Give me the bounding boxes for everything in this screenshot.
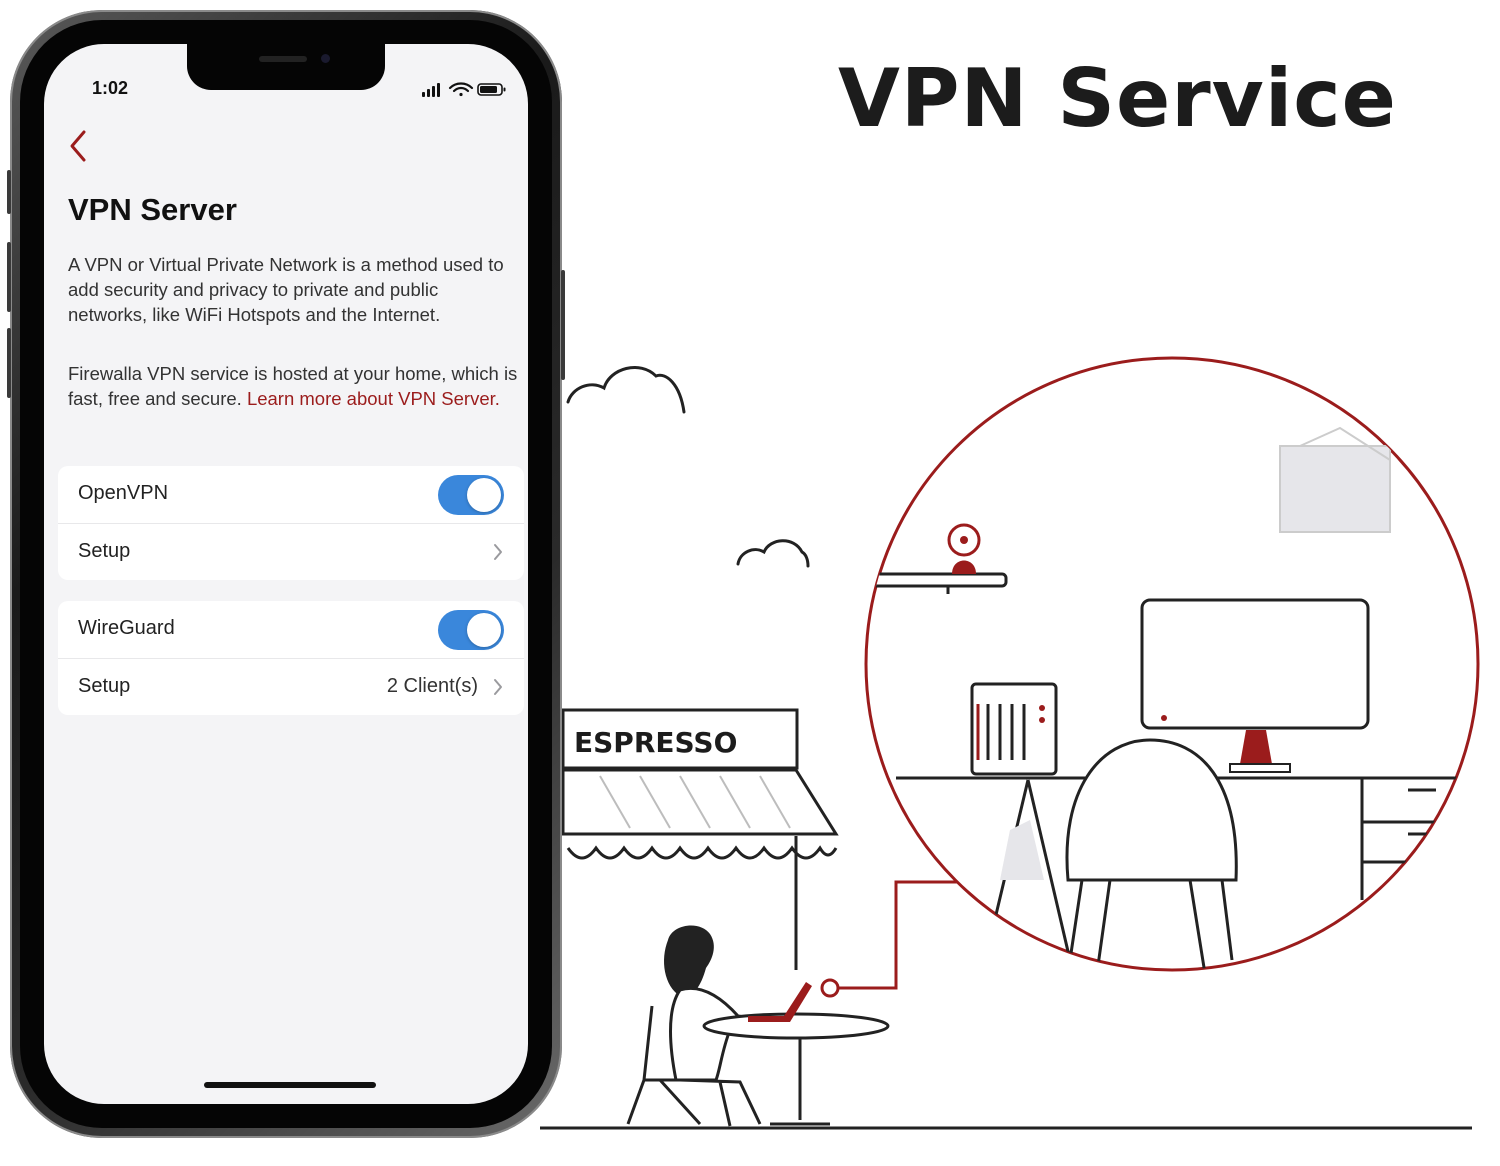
cloud-icon [566,366,686,414]
wireguard-row: WireGuard [58,601,524,658]
home-indicator[interactable] [204,1082,376,1088]
chair-lines [626,1005,712,1126]
page-headline: VPN Service [838,52,1397,145]
openvpn-group: OpenVPN Setup [58,466,524,580]
connection-node [820,978,840,998]
phone-notch [187,44,385,90]
monitor [1140,598,1370,730]
wall-shelf [868,572,1008,588]
shop-sign-text: ESPRESSO [574,726,737,759]
chevron-right-icon [494,679,502,695]
toggle-knob [467,613,501,647]
openvpn-label: OpenVPN [78,482,169,504]
status-icons [422,82,506,97]
phone-screen: 1:02 [44,44,528,1104]
table-leg [770,1038,830,1126]
vpn-description: A VPN or Virtual Private Network is a me… [68,254,504,325]
chevron-right-icon [494,544,502,560]
monitor-stand [1240,730,1272,764]
shop-awning [561,768,839,836]
status-time: 1:02 [92,78,129,98]
front-camera [321,54,330,63]
woman-legs [679,1078,762,1127]
laptop-icon [748,982,812,1022]
vpn-hosted-text: Firewalla VPN service is hosted at your … [68,363,518,409]
wall-picture [1279,445,1391,533]
openvpn-toggle[interactable] [438,475,504,515]
connection-line [838,880,960,990]
awning-scallops [566,845,838,860]
battery-icon [477,83,506,96]
phone-volume-up [7,242,11,312]
wireguard-setup-row[interactable]: Setup 2 Client(s) [58,658,524,716]
toggle-knob [467,478,501,512]
openvpn-row: OpenVPN [58,466,524,523]
vpn-hosted-description: Firewalla VPN service is hosted at your … [68,361,518,411]
wireguard-toggle[interactable] [438,610,504,650]
openvpn-setup-label: Setup [78,540,131,562]
signal-icon [422,83,440,97]
wireguard-label: WireGuard [78,617,175,639]
cafe-table [702,1012,890,1040]
learn-more-link[interactable]: Learn more about VPN Server. [246,388,500,409]
phone-volume-down [7,328,11,398]
phone-power-button [561,270,565,380]
wireguard-client-count: 2 Client(s) [386,675,478,697]
back-chevron-icon[interactable] [64,126,92,166]
cloud-icon-small [736,539,810,568]
woman-body [669,987,793,1082]
speaker-grille [259,56,307,62]
awning-stripes [599,775,791,829]
phone-side-button [7,170,11,214]
phone-mockup: 1:02 [7,10,565,1138]
screen-title: VPN Server [68,192,237,227]
wifi-icon [448,82,474,97]
wireguard-group: WireGuard Setup 2 Client(s) [58,601,524,715]
firewalla-device [970,682,1058,776]
shop-sign-board [561,708,799,770]
wireguard-setup-label: Setup [78,675,131,697]
office-chair [1065,738,1238,882]
woman-hair [664,925,714,997]
openvpn-setup-row[interactable]: Setup [58,523,524,581]
